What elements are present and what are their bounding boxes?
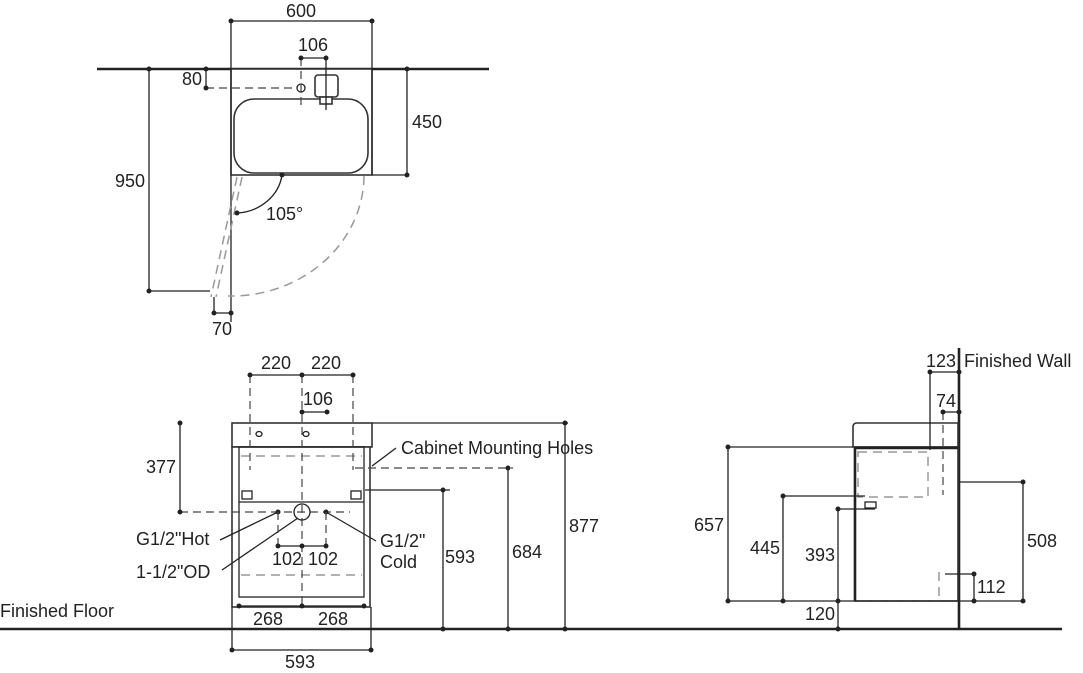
dim-80: 80 xyxy=(182,69,202,89)
top-view: 600 106 80 450 950 105° 70 xyxy=(97,1,489,339)
dim-106-front: 106 xyxy=(303,389,333,409)
front-view: 220 220 106 377 877 684 593 Cabinet Moun… xyxy=(136,353,599,672)
dim-220-left: 220 xyxy=(261,353,291,373)
cabinet-mounting-holes-label: Cabinet Mounting Holes xyxy=(401,438,593,458)
dim-657: 657 xyxy=(694,515,724,535)
dim-445: 445 xyxy=(750,538,780,558)
finished-floor-label: Finished Floor xyxy=(0,601,114,621)
dim-508: 508 xyxy=(1027,531,1057,551)
angle-arc xyxy=(236,174,283,214)
basin-outline xyxy=(233,98,369,174)
cabinet-front xyxy=(231,446,371,608)
hot-inlet-label: G1/2"Hot xyxy=(136,529,209,549)
dim-450: 450 xyxy=(412,112,442,132)
dim-593-height: 593 xyxy=(445,547,475,567)
waste-od-label: 1-1/2"OD xyxy=(136,562,210,582)
dim-268-left: 268 xyxy=(253,609,283,629)
side-view: Finished Wall 123 74 657 445 393 120 xyxy=(694,348,1071,632)
dim-105-degrees: 105° xyxy=(266,204,303,224)
dim-70: 70 xyxy=(212,319,232,339)
cold-inlet-label: G1/2" xyxy=(380,531,425,551)
dim-268-right: 268 xyxy=(318,609,348,629)
dim-74: 74 xyxy=(936,391,956,411)
cold-inlet-label-2: Cold xyxy=(380,552,417,572)
dim-684: 684 xyxy=(512,542,542,562)
dim-377: 377 xyxy=(146,457,176,477)
dim-950: 950 xyxy=(115,171,145,191)
dim-112: 112 xyxy=(977,577,1006,597)
dim-600: 600 xyxy=(286,1,316,21)
dim-220-right: 220 xyxy=(311,353,341,373)
dim-106-top: 106 xyxy=(298,35,328,55)
dim-102-hot: 102 xyxy=(272,549,302,569)
dim-393: 393 xyxy=(805,545,835,565)
dim-593-width: 593 xyxy=(285,652,315,672)
dim-123: 123 xyxy=(926,351,956,371)
finished-wall-label: Finished Wall xyxy=(964,351,1071,371)
dim-102-cold: 102 xyxy=(308,549,338,569)
dim-877: 877 xyxy=(569,516,599,536)
waste-outlet xyxy=(293,503,311,521)
countertop-side xyxy=(852,422,959,448)
open-door xyxy=(215,176,243,298)
door-swing-arc xyxy=(227,175,365,297)
dim-120: 120 xyxy=(805,604,835,624)
